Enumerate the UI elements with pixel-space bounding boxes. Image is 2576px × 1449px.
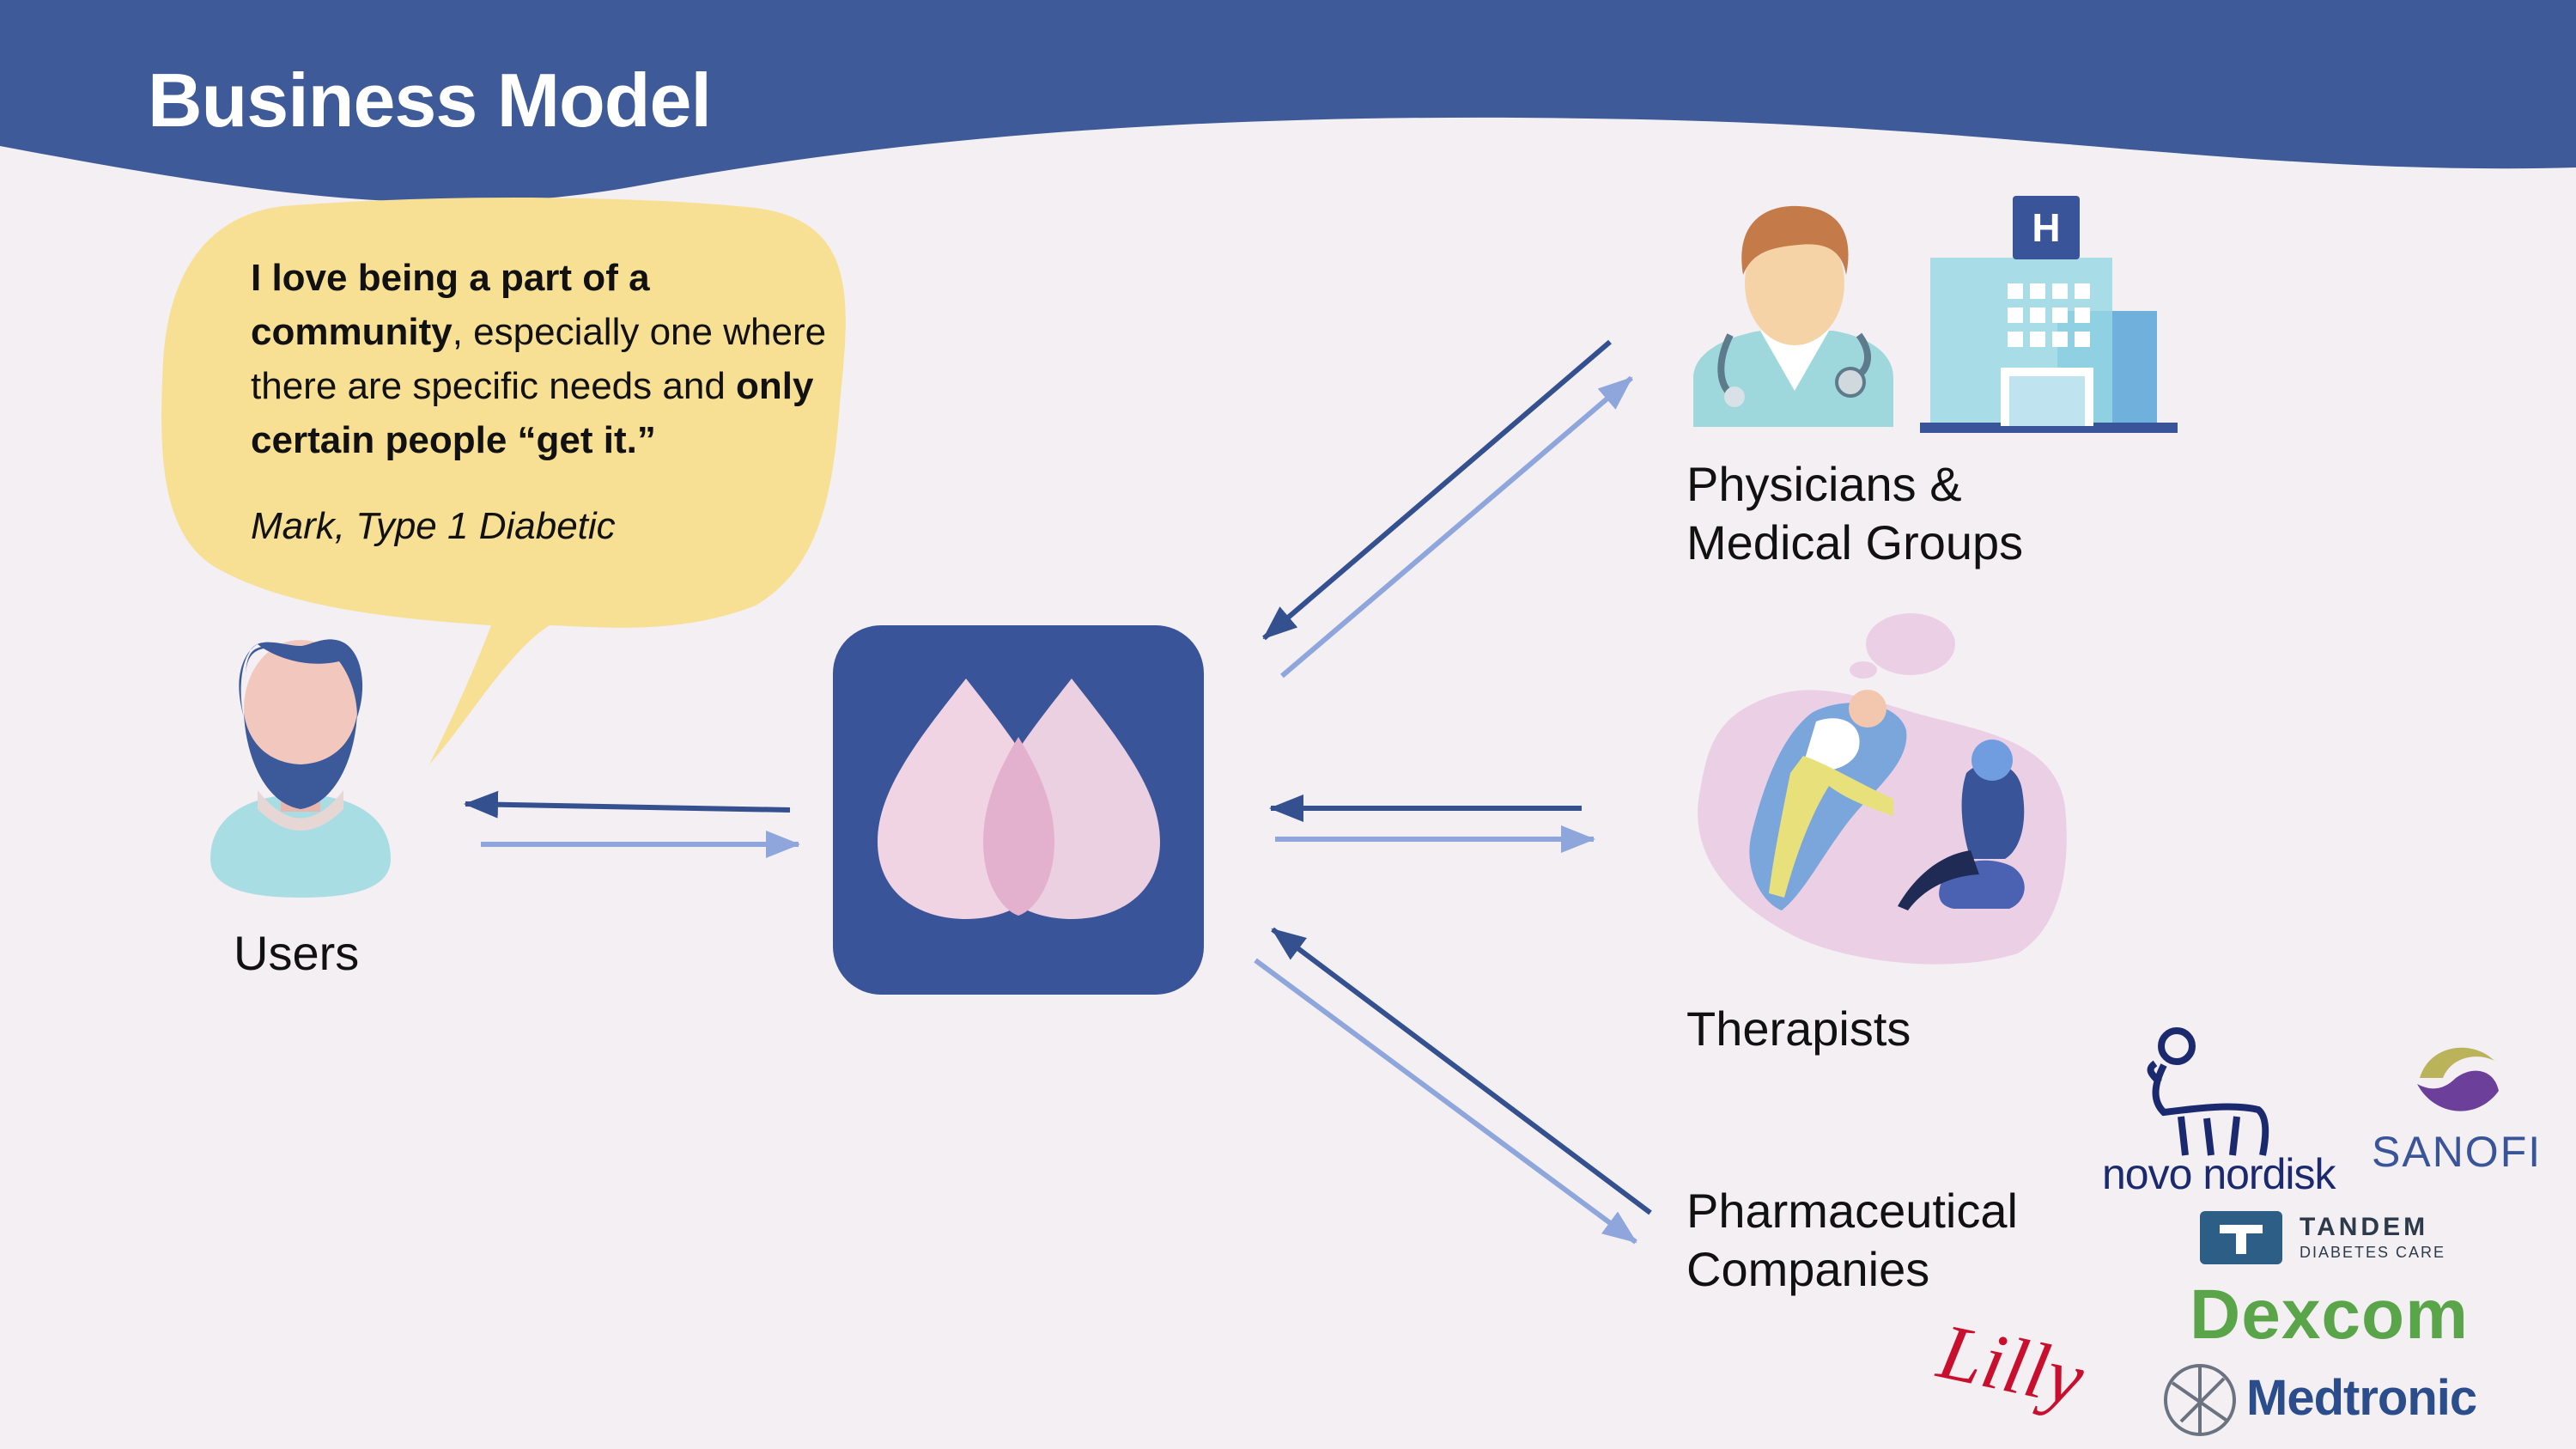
header-banner: [0, 0, 2576, 203]
quote-attribution: Mark, Type 1 Diabetic: [251, 505, 616, 547]
novo-nordisk-logo: novo nordisk: [2102, 1150, 2336, 1198]
hospital-icon: H: [1920, 196, 2178, 433]
arrow-app-to-physicians: [1280, 375, 1633, 679]
sanofi-logo: SANOFI: [2372, 1128, 2543, 1176]
tandem-logo: TANDEM: [2300, 1213, 2429, 1241]
therapy-session-icon: [1698, 613, 2067, 965]
pharma-label-line-1: Pharmaceutical: [1686, 1184, 2018, 1238]
quote-line-2-rest: , especially one where: [452, 311, 827, 353]
arrow-app-to-pharma: [1254, 958, 1637, 1245]
quote-line-1: I love being a part of a: [251, 257, 650, 299]
therapists-label: Therapists: [1686, 1002, 1911, 1056]
slide-title: Business Model: [148, 58, 712, 143]
dexcom-logo: Dexcom: [2190, 1275, 2470, 1354]
arrow-physicians-to-app: [1262, 339, 1612, 641]
quote-bold-community: community: [251, 311, 453, 353]
doctor-icon: [1693, 205, 1893, 427]
quote-bold-only: only: [736, 365, 814, 407]
arrow-app-to-users: [464, 790, 791, 819]
novo-nordisk-bull-icon: [2147, 1027, 2269, 1156]
pharma-label-line-2: Companies: [1686, 1242, 1930, 1296]
quote-line-3: there are specific needs and: [251, 365, 737, 407]
user-avatar-icon: [210, 639, 391, 898]
pharma-label: Pharmaceutical Companies: [1686, 1182, 2018, 1299]
quote-bubble: [161, 198, 846, 764]
tandem-mark-icon: [2200, 1211, 2282, 1264]
quote-line-4: certain people “get it.”: [251, 419, 656, 461]
user-quote: I love being a part of a community, espe…: [251, 251, 852, 467]
hospital-letter: H: [2032, 205, 2060, 250]
medtronic-mark-icon: [2164, 1364, 2236, 1436]
users-label: Users: [234, 926, 360, 980]
app-logo-icon: [833, 625, 1204, 995]
physicians-label-line-1: Physicians &: [1686, 457, 1962, 511]
physicians-label-line-2: Medical Groups: [1686, 515, 2024, 569]
tandem-subtitle: DIABETES CARE: [2300, 1244, 2446, 1261]
sanofi-bird-icon: [2417, 1047, 2499, 1111]
physicians-label: Physicians & Medical Groups: [1686, 455, 2023, 572]
arrow-pharma-to-app: [1271, 927, 1652, 1215]
medtronic-logo: Medtronic: [2246, 1370, 2477, 1426]
